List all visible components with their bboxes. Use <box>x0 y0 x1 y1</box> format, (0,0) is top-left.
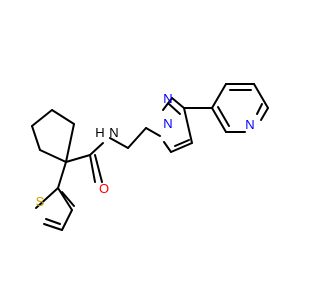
bond <box>145 127 161 137</box>
bond <box>65 123 75 163</box>
bond <box>31 109 53 127</box>
pyrazole-n2-label: N <box>163 91 172 106</box>
bond <box>57 161 67 189</box>
bond <box>163 141 172 153</box>
linker-chain <box>89 127 161 183</box>
carbonyl-oxygen-label: O <box>99 181 109 196</box>
bond <box>65 154 91 163</box>
bond <box>94 154 103 183</box>
pyridine-ring <box>211 83 269 133</box>
thiophene-ring <box>35 161 75 231</box>
bond <box>253 83 269 109</box>
bond <box>217 106 230 127</box>
bond <box>211 107 227 133</box>
bond <box>127 127 147 149</box>
bond <box>256 103 263 115</box>
structure-canvas: N N N N H O S <box>31 83 269 231</box>
bond <box>45 218 61 225</box>
pyrazole-ring <box>162 97 193 153</box>
cyclopentane-ring <box>31 109 91 163</box>
pyrazole-n1-label: N <box>163 116 172 131</box>
bond <box>43 223 63 231</box>
bond <box>89 154 96 183</box>
bond <box>51 109 75 125</box>
thiophene-sulfur-label: S <box>36 194 45 209</box>
bond <box>162 97 173 111</box>
chemical-structure-diagram: N N N N H O S <box>31 83 269 231</box>
bond <box>61 209 73 231</box>
amide-nitrogen-label: N <box>109 125 118 140</box>
pyridine-nitrogen-label: N <box>245 117 254 132</box>
bond <box>174 139 190 147</box>
bond <box>39 149 67 163</box>
bond <box>35 187 59 209</box>
bond <box>89 142 104 156</box>
bond <box>168 103 181 115</box>
bond <box>170 142 193 153</box>
bond <box>109 137 129 149</box>
bond <box>61 191 75 207</box>
bond <box>211 83 227 109</box>
bond <box>183 107 193 144</box>
bond <box>31 125 41 151</box>
bond <box>57 187 73 211</box>
bond <box>171 97 185 109</box>
amide-hydrogen-label: H <box>95 125 104 140</box>
bond <box>260 107 269 121</box>
